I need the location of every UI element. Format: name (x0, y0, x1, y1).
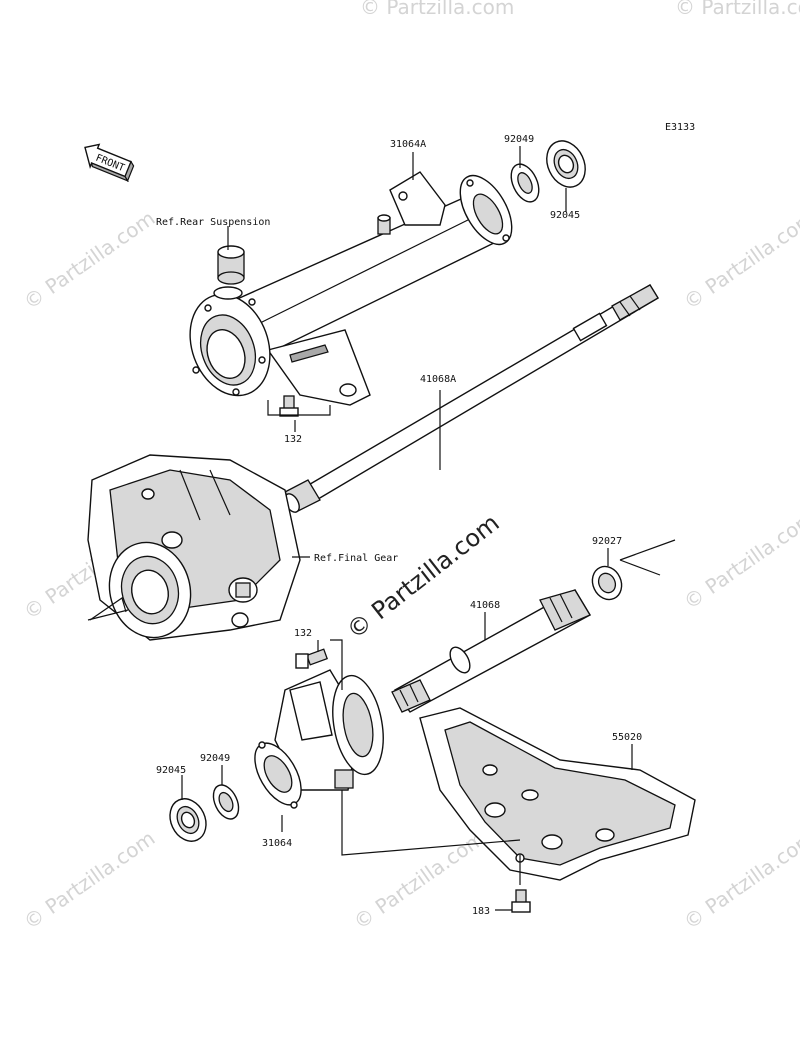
callout-92027: 92027 (592, 536, 622, 547)
callout-92049-top: 92049 (504, 134, 534, 145)
bearing-top (546, 140, 586, 188)
bolt-132-mid (295, 648, 329, 669)
callout-41068: 41068 (470, 600, 500, 611)
drive-shaft-long (284, 284, 659, 513)
front-arrow-icon: FRONT (84, 143, 135, 183)
watermark: © Partzilla.com (675, 0, 800, 19)
callout-31064: 31064 (262, 838, 292, 849)
watermark: © Partzilla.com (19, 206, 159, 314)
callout-41068A: 41068A (420, 374, 456, 385)
center-watermark: © Partzilla.com (341, 509, 504, 645)
callout-labels: 31064A 92049 92045 Ref.Rear Suspension 1… (156, 134, 642, 917)
callout-31064A: 31064A (390, 139, 426, 150)
axle-housing-upper (189, 171, 513, 406)
leader-lines (87, 146, 676, 911)
oil-seal-bottom (212, 784, 240, 820)
callout-132-mid: 132 (294, 628, 312, 639)
ref-final-gear: Ref.Final Gear (314, 553, 398, 564)
callout-92045-top: 92045 (550, 210, 580, 221)
callout-92049-bottom: 92049 (200, 753, 230, 764)
watermark: © Partzilla.com (679, 826, 800, 934)
watermark: © Partzilla.com (349, 826, 489, 934)
callout-183: 183 (472, 906, 490, 917)
rubber-bushing (217, 245, 245, 285)
final-gear-case (87, 454, 301, 641)
callout-132-top: 132 (284, 434, 302, 445)
bolt-132-top (279, 395, 299, 417)
drive-shaft-short (391, 589, 591, 713)
oil-seal-top (510, 163, 540, 203)
callout-92045-bottom: 92045 (156, 765, 186, 776)
diagram-code: E3133 (665, 122, 695, 133)
watermark: © Partzilla.com (679, 506, 800, 614)
collar (591, 565, 623, 601)
bolt-183 (511, 889, 531, 913)
ref-rear-suspension: Ref.Rear Suspension (156, 217, 270, 228)
bearing-bottom (169, 798, 207, 842)
axle-housing-lower (254, 669, 384, 809)
skid-plate (419, 707, 696, 881)
watermark: © Partzilla.com (360, 0, 514, 19)
watermark: © Partzilla.com (679, 206, 800, 314)
watermark: © Partzilla.com (19, 826, 159, 934)
callout-55020: 55020 (612, 732, 642, 743)
